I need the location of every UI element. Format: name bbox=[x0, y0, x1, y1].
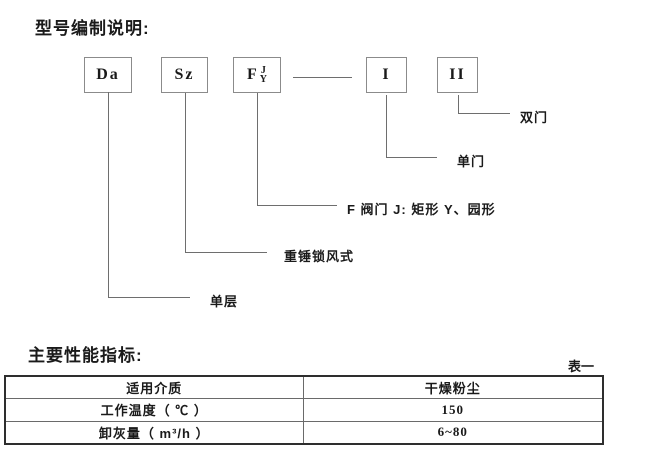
performance-section-title: 主要性能指标: bbox=[28, 346, 143, 365]
model-code-separator-line bbox=[293, 77, 352, 78]
connector-sz bbox=[185, 93, 267, 253]
connector-roman-2 bbox=[458, 95, 510, 114]
model-box-f-variant-y: Y bbox=[259, 74, 267, 85]
connector-roman-1 bbox=[386, 95, 437, 158]
model-box-f: F J Y bbox=[233, 57, 281, 93]
cell-medium-name: 适用介质 bbox=[4, 375, 304, 400]
model-box-roman-2-label: II bbox=[449, 66, 466, 83]
model-box-sz-label: Sz bbox=[174, 66, 195, 83]
branch-label-valve-shape: F 阀门 J: 矩形 Y、园形 bbox=[347, 202, 496, 217]
cell-discharge-name: 卸灰量（ m³/h ） bbox=[4, 420, 304, 445]
model-box-f-variant-stack: J Y bbox=[259, 65, 267, 85]
model-box-sz: Sz bbox=[161, 57, 208, 93]
branch-label-hammer-airlock: 重锤锁风式 bbox=[284, 249, 355, 264]
connector-da bbox=[108, 92, 190, 298]
model-box-da: Da bbox=[84, 57, 132, 93]
model-box-roman-1: I bbox=[366, 57, 407, 93]
model-box-f-label: F bbox=[246, 66, 259, 83]
model-box-roman-2: II bbox=[437, 57, 478, 93]
table-row-temperature: 工作温度（ ℃ ） 150 bbox=[4, 398, 604, 422]
model-box-roman-1-label: I bbox=[382, 66, 391, 83]
cell-temperature-name: 工作温度（ ℃ ） bbox=[4, 398, 304, 422]
cell-discharge-value: 6~80 bbox=[302, 420, 604, 445]
cell-temperature-value: 150 bbox=[302, 398, 604, 422]
table-row-discharge: 卸灰量（ m³/h ） 6~80 bbox=[4, 420, 604, 445]
connector-f bbox=[257, 93, 337, 206]
cell-medium-value: 干燥粉尘 bbox=[302, 375, 604, 400]
branch-label-double-door: 双门 bbox=[520, 110, 549, 125]
performance-table: 适用介质 干燥粉尘 工作温度（ ℃ ） 150 卸灰量（ m³/h ） 6~80 bbox=[4, 375, 604, 445]
branch-label-single-door: 单门 bbox=[457, 154, 486, 169]
model-code-section-title: 型号编制说明: bbox=[35, 19, 150, 38]
table-number-tag: 表一 bbox=[568, 359, 595, 374]
branch-label-single-layer: 单层 bbox=[210, 294, 239, 309]
table-row-medium: 适用介质 干燥粉尘 bbox=[4, 375, 604, 400]
model-box-da-label: Da bbox=[96, 66, 120, 83]
model-box-f-variant-j: J bbox=[260, 65, 266, 76]
